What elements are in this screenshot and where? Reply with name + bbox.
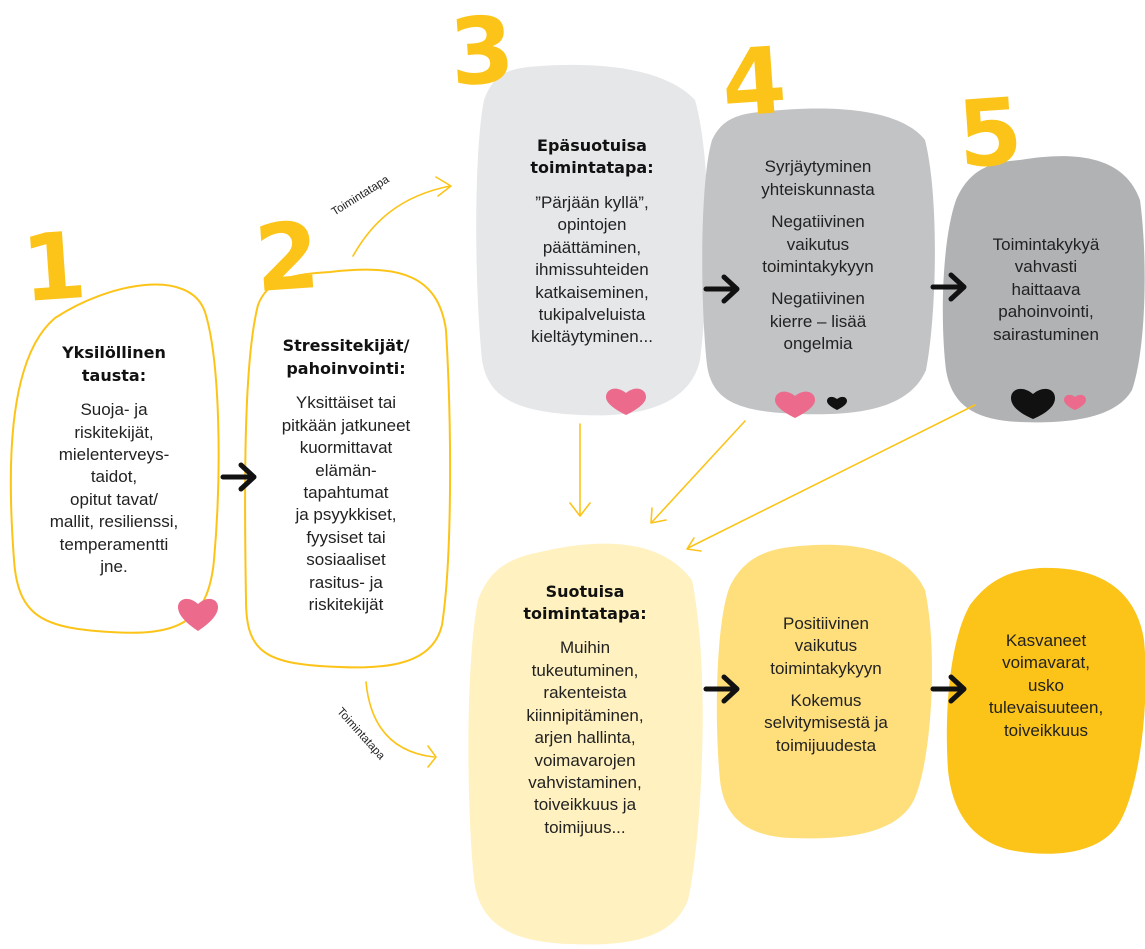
arrow-7-to-8	[930, 674, 967, 704]
box-1-text: Suoja- ja riskitekijät, mielenterveys- t…	[49, 400, 179, 577]
arrow-1-to-2	[220, 462, 257, 492]
box-7-text-2: Kokemus selvitymisestä ja toimijuudesta	[764, 691, 888, 755]
arrow-6-to-7	[703, 674, 740, 704]
step-number-4: 4	[718, 26, 790, 139]
box-2-text: Yksittäiset tai pitkään jatkuneet kuormi…	[281, 393, 411, 615]
box-1-shape	[9, 283, 220, 634]
box-4-text-3: Negatiivinen kierre – lisää ongelmia	[769, 289, 867, 354]
box-2-shape	[244, 268, 452, 669]
box-3-title: Epäsuotuisa toimintatapa:	[530, 136, 654, 178]
arrow-3-to-4	[703, 274, 740, 304]
box-2-title: Stressitekijät/ pahoinvointi:	[282, 336, 410, 378]
box-4-text-2: Negatiivinen vaikutus toimintakykyyn	[762, 212, 874, 276]
heart-icon	[827, 396, 847, 410]
box-7-text-1: Positiivinen vaikutus toimintakykyyn	[770, 613, 882, 678]
box-individual-background: Yksilöllinen tausta: Suoja- ja riskiteki…	[14, 318, 214, 603]
heart-icon	[1064, 394, 1086, 410]
step-number-3: 3	[446, 0, 518, 108]
arrow-3-to-6-head	[569, 502, 591, 517]
box-growth: Kasvaneet voimavarat, usko tulevaisuutee…	[948, 606, 1144, 766]
arrow-5-to-6	[687, 404, 976, 549]
box-illness: Toimintakykyä vahvasti haittaava pahoinv…	[946, 220, 1145, 360]
heart-icon	[1011, 388, 1055, 419]
arrow-4-to-5	[930, 272, 967, 302]
box-4-text-1: Syrjäytyminen yhteiskunnasta	[761, 157, 875, 199]
box-8-text: Kasvaneet voimavarat, usko tulevaisuutee…	[988, 630, 1104, 740]
heart-icon	[775, 391, 815, 418]
step-number-5: 5	[954, 77, 1026, 190]
arrow-4-to-6-head	[650, 507, 667, 524]
curved-arrow-down-head	[427, 745, 437, 768]
box-3-text: ”Pärjään kyllä”, opintojen päättäminen, …	[531, 192, 653, 347]
box-positive-effects: Positiivinen vaikutus toimintakykyyn Kok…	[720, 590, 932, 780]
box-favourable-action: Suotuisa toimintatapa: Muihin tukeutumin…	[472, 582, 698, 837]
curved-arrow-up-head	[435, 176, 452, 197]
box-6-shape	[468, 543, 703, 945]
box-7-shape	[716, 544, 932, 839]
box-4-shape	[702, 108, 935, 415]
arrow-4-to-6	[651, 420, 746, 523]
box-6-text: Muihin tukeutuminen, rakenteista kiinnip…	[526, 638, 644, 837]
step-number-1: 1	[18, 211, 90, 324]
box-unfavourable-action: Epäsuotuisa toimintatapa: ”Pärjään kyllä…	[478, 112, 706, 372]
arrow-5-to-6-head	[686, 537, 702, 552]
box-5-text: Toimintakykyä vahvasti haittaava pahoinv…	[992, 234, 1100, 344]
heart-icon	[178, 598, 218, 631]
box-3-shape	[476, 64, 708, 416]
curved-arrow-up	[352, 185, 451, 257]
box-1-title: Yksilöllinen tausta:	[62, 343, 166, 385]
box-6-title: Suotuisa toimintatapa:	[523, 581, 647, 624]
box-5-shape	[942, 156, 1145, 423]
step-number-2: 2	[251, 201, 323, 314]
heart-icon	[606, 388, 646, 415]
box-stress-factors: Stressitekijät/ pahoinvointi: Yksittäise…	[246, 310, 446, 642]
curved-arrow-down	[365, 681, 435, 758]
box-negative-effects: Syrjäytyminen yhteiskunnasta Negatiivine…	[704, 140, 932, 372]
box-8-shape	[946, 567, 1145, 854]
